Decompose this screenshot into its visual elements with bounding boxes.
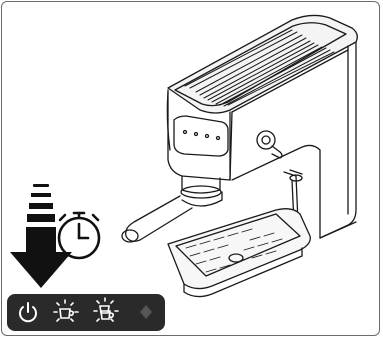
- single-cup-icon: [49, 294, 83, 331]
- double-cup-icon: [89, 294, 123, 331]
- steam-icon: [129, 294, 163, 331]
- power-button[interactable]: [11, 294, 45, 331]
- steam-button[interactable]: [129, 294, 163, 331]
- power-icon: [11, 294, 45, 331]
- single-cup-button[interactable]: [49, 294, 83, 331]
- double-cup-button[interactable]: [89, 294, 123, 331]
- control-panel: [7, 294, 165, 331]
